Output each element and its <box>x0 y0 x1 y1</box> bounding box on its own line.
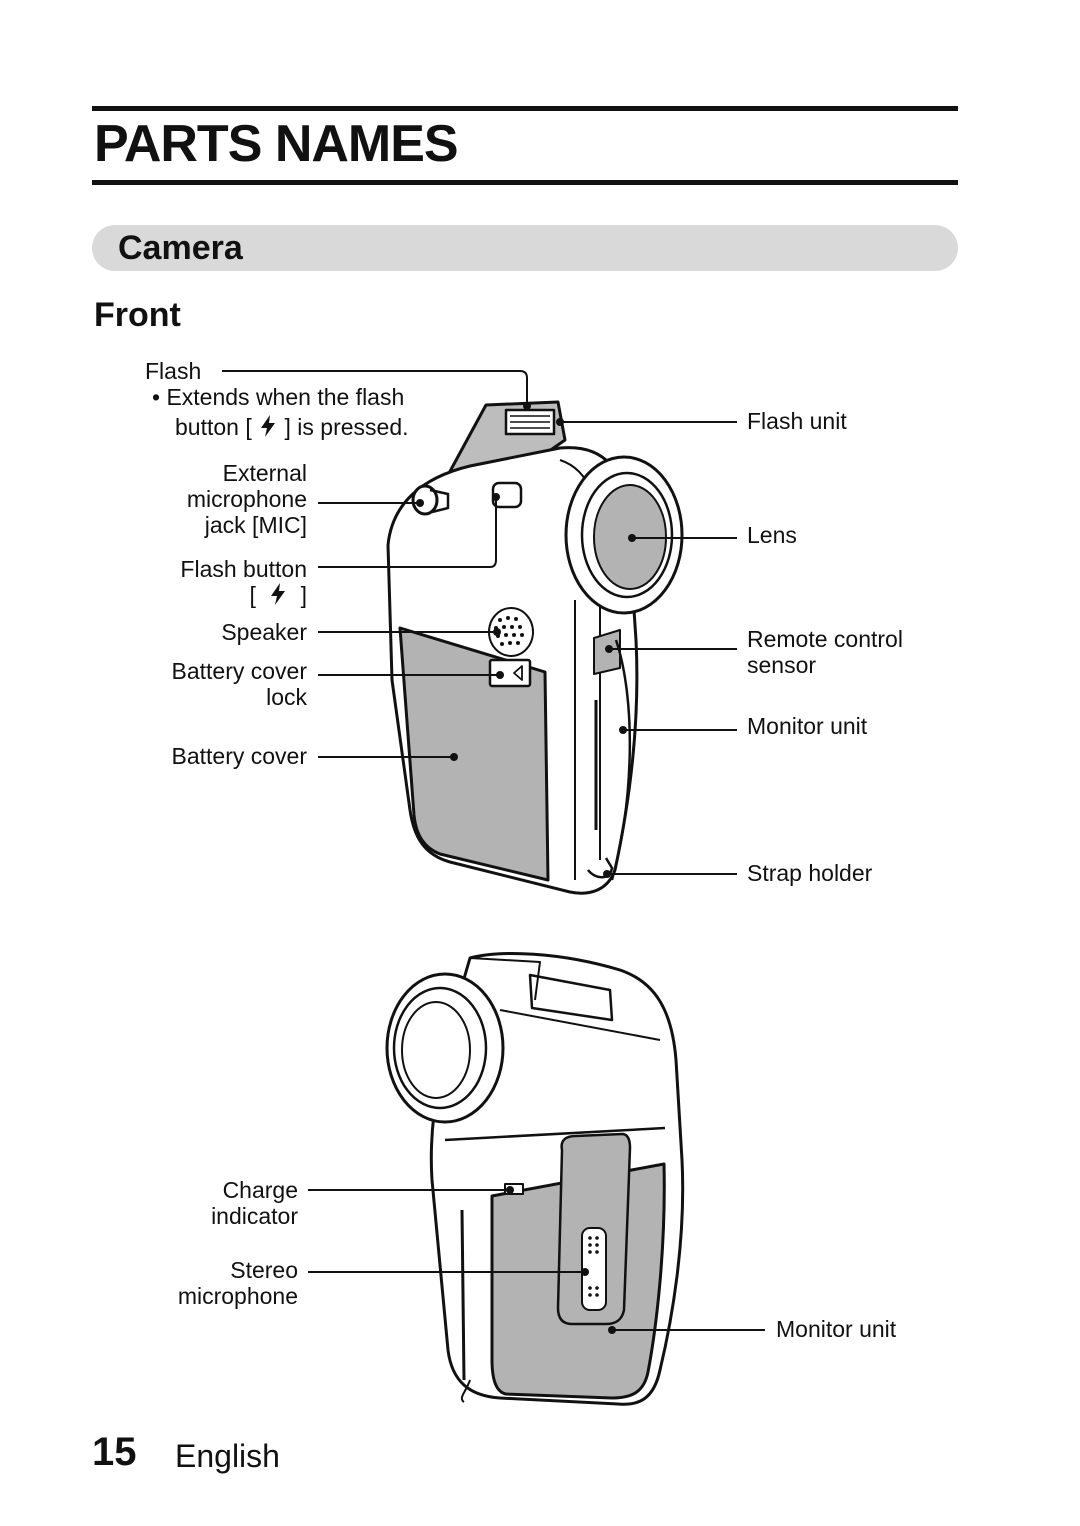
battery-lock-line-2: lock <box>266 684 307 710</box>
battery-cover-shape <box>398 626 550 882</box>
label-monitor-unit-rear: Monitor unit <box>776 1316 897 1342</box>
label-strap-holder: Strap holder <box>747 860 873 886</box>
flash-note-line1: Extends when the flash <box>166 384 405 410</box>
mic-jack-shape <box>411 484 439 516</box>
bullet: • <box>152 384 161 410</box>
label-battery-cover-lock: Battery cover lock <box>172 658 308 710</box>
label-lens: Lens <box>747 522 797 548</box>
charge-line-2: indicator <box>211 1203 298 1229</box>
page-number: 15 <box>92 1430 137 1474</box>
label-flash-button: Flash button [ ] <box>180 556 307 608</box>
remote-line-2: sensor <box>747 652 817 678</box>
label-flash: Flash <box>145 358 202 384</box>
flash-icon <box>271 583 286 605</box>
label-remote-sensor: Remote control sensor <box>747 626 903 678</box>
stereo-mic-shape <box>581 1227 607 1311</box>
label-speaker: Speaker <box>221 619 307 645</box>
stereo-line-1: Stereo <box>230 1257 298 1283</box>
section-header-bar: Camera <box>92 225 958 271</box>
top-rule <box>92 106 958 111</box>
leader-dots-top <box>416 402 636 878</box>
flash-note-pre: button [ <box>175 414 252 440</box>
leader-lines-top <box>222 370 737 875</box>
stereo-line-2: microphone <box>177 1283 298 1309</box>
rear-lens-glass <box>401 1001 471 1099</box>
remote-line-1: Remote control <box>747 626 903 652</box>
stereo-mic-holes <box>588 1236 599 1297</box>
camera-front-illustration <box>386 400 684 895</box>
label-ext-mic: External microphone jack [MIC] <box>187 460 307 538</box>
section-title: Camera <box>118 229 243 267</box>
charge-line-1: Charge <box>222 1177 298 1203</box>
flash-icon <box>261 415 276 437</box>
speaker-holes <box>494 616 524 646</box>
subsection-title: Front <box>94 296 181 334</box>
battery-lock-shape <box>488 658 532 688</box>
battery-lock-line-1: Battery cover <box>171 658 308 684</box>
camera-rear-illustration <box>385 952 685 1406</box>
ext-mic-line-2: microphone <box>186 486 307 512</box>
label-flash-note-1: • Extends when the flash <box>152 384 404 410</box>
label-stereo-mic: Stereo microphone <box>178 1257 298 1309</box>
leader-lines-bottom <box>308 1189 765 1331</box>
label-monitor-unit: Monitor unit <box>747 713 868 739</box>
label-battery-cover: Battery cover <box>171 743 308 769</box>
label-flash-note-2: button [ ] is pressed. <box>175 414 409 440</box>
leader-dots-bottom <box>506 1186 616 1334</box>
ext-mic-line-3: jack [MIC] <box>204 512 307 538</box>
bracket-close: ] <box>300 582 307 608</box>
bracket-open: [ <box>249 582 256 608</box>
ext-mic-line-1: External <box>222 460 307 486</box>
flash-note-post: ] is pressed. <box>284 414 409 440</box>
language-label: English <box>175 1438 280 1474</box>
strap-holder-shape <box>587 857 614 879</box>
label-flash-unit: Flash unit <box>747 408 847 434</box>
title-underline <box>92 180 958 185</box>
flash-button-text: Flash button <box>180 556 307 582</box>
label-charge-indicator: Charge indicator <box>211 1177 298 1229</box>
page-title: PARTS NAMES <box>94 115 459 173</box>
flash-button-symbol: [ ] <box>180 582 307 608</box>
